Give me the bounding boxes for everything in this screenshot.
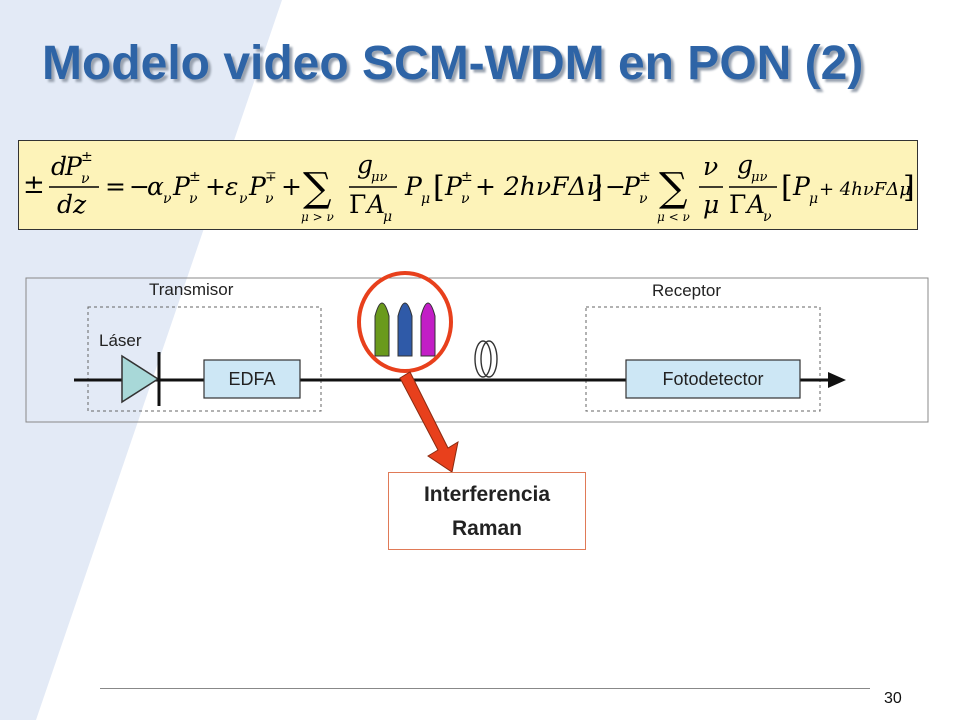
eq-g-sub-1: μν [371, 170, 387, 185]
pulse-magenta [420, 302, 436, 357]
eq-A-sub-2: ν [763, 209, 772, 225]
eq-pm: ± [23, 170, 45, 200]
eq-sup-pm-2: ± [189, 169, 201, 185]
callout-arrow [399, 371, 459, 473]
eq-sub-nu-4: ν [461, 191, 470, 207]
eq-P-top: P [64, 152, 83, 181]
pulse-blue [397, 302, 413, 357]
eq-alpha: α [147, 172, 164, 201]
transmitter-label: Transmisor [149, 280, 234, 299]
receiver-box [585, 306, 821, 412]
eq-nu-frac: ν [703, 152, 718, 181]
eq-minus-2: − [605, 172, 626, 201]
eq-sub-nu-5: ν [639, 191, 648, 207]
edfa-box [203, 359, 301, 399]
pulse-green [374, 302, 390, 357]
eq-sup-pm-3: ± [461, 169, 473, 185]
edfa-label: EDFA [228, 369, 275, 389]
eq-plus-1: + [205, 172, 226, 201]
eq-Gamma-1: Γ [349, 190, 366, 219]
eq-Gamma-2: Γ [729, 190, 746, 219]
eq-P-mu-sub-2: μ [809, 191, 818, 207]
callout-line-1: Interferencia [423, 483, 551, 506]
eq-g-2: g [737, 150, 753, 179]
fiber-spool-loop-1 [474, 340, 492, 378]
eq-sub-nu-1: ν [81, 171, 90, 187]
eq-plus-2: + [281, 172, 302, 201]
eq-bracket2-tail: + 4hνFΔμ [819, 179, 911, 200]
eq-alpha-sub: ν [163, 191, 172, 207]
eq-mu-frac: μ [703, 190, 719, 219]
eq-sum-sub-2: μ < ν [657, 210, 690, 224]
photodetector-box [625, 359, 801, 399]
eq-A-1: A [365, 190, 385, 219]
laser-diode [121, 354, 160, 404]
eq-sum-2: ∑ [659, 165, 688, 211]
eq-A-sub-1: μ [383, 209, 392, 225]
raman-interference-callout: Interferencia Raman [388, 472, 586, 550]
eq-dz: dz [57, 190, 87, 219]
eq-P-4: P [444, 172, 463, 201]
eq-lbr-2: [ [781, 170, 793, 205]
eq-bracket1-tail: + 2hνFΔν [475, 172, 602, 201]
equation-box: ± d P ± ν dz = − α ν P ± ν + ε ν P ∓ ν +… [18, 140, 918, 230]
footer-divider [100, 688, 870, 689]
page-number: 30 [884, 690, 902, 707]
eq-g-sub-2: μν [751, 170, 767, 185]
eq-P-2: P [172, 172, 191, 201]
transmitter-box [87, 306, 322, 412]
eq-lbr-1: [ [433, 170, 445, 205]
eq-sup-mp: ∓ [265, 169, 277, 185]
photodetector-label: Fotodetector [662, 369, 763, 389]
eq-minus-1: − [129, 172, 150, 201]
receiver-label: Receptor [652, 281, 721, 300]
eq-sub-nu-3: ν [265, 191, 274, 207]
slide-title: Modelo video SCM-WDM en PON (2) [42, 37, 864, 90]
eq-epsilon-sub: ν [239, 191, 248, 207]
eq-sub-nu-2: ν [189, 191, 198, 207]
fiber-spool-loop-2 [480, 340, 498, 378]
highlight-circle [357, 271, 453, 373]
eq-P-3: P [248, 172, 267, 201]
eq-sup-pm-4: ± [639, 169, 651, 185]
eq-sup-pm-1: ± [81, 149, 93, 165]
raman-equation: ± d P ± ν dz = − α ν P ± ν + ε ν P ∓ ν +… [23, 149, 915, 225]
eq-A-2: A [745, 190, 765, 219]
eq-P-mu-sub-1: μ [421, 191, 430, 207]
eq-P-mu-1: P [404, 172, 423, 201]
eq-rbr-1: ] [591, 170, 603, 205]
eq-sum-sub-1: μ > ν [301, 210, 334, 224]
eq-d-top: d [51, 152, 67, 181]
eq-equals: = [105, 172, 126, 201]
eq-P-mu-2: P [792, 172, 811, 201]
laser-label: Láser [99, 331, 142, 350]
eq-P-5: P [622, 172, 641, 201]
eq-epsilon: ε [225, 172, 238, 201]
eq-g-1: g [357, 150, 373, 179]
eq-rbr-2: ] [903, 170, 915, 205]
system-frame [25, 277, 929, 423]
output-arrowhead [828, 372, 846, 388]
callout-line-2: Raman [451, 517, 523, 540]
eq-sum-1: ∑ [303, 165, 332, 211]
